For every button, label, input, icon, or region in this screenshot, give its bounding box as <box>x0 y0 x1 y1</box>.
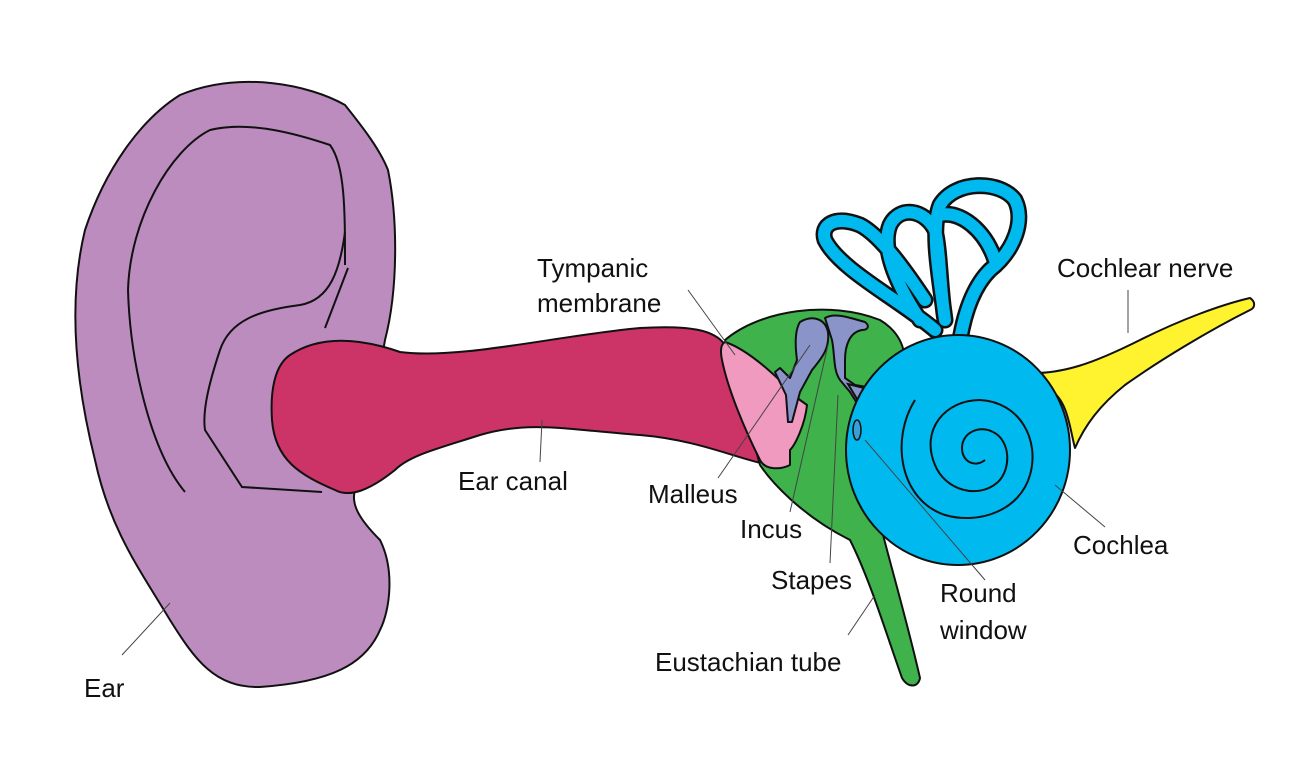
incus-bone <box>824 314 874 409</box>
fold-line <box>324 267 349 329</box>
label-cochlea: Cochlea <box>1073 530 1169 560</box>
label-ear: Ear <box>84 673 125 703</box>
antihelix-fold <box>203 231 346 493</box>
helix-fold <box>126 125 346 493</box>
label-ear-canal: Ear canal <box>458 466 568 496</box>
cochlea-shape <box>845 334 1071 566</box>
label-tympanic-2: membrane <box>537 288 661 318</box>
label-eustachian-tube: Eustachian tube <box>655 647 841 677</box>
label-tympanic-1: Tympanic <box>537 253 648 283</box>
round-window-shape <box>852 419 862 441</box>
label-stapes: Stapes <box>771 565 852 595</box>
label-round-2: window <box>939 615 1027 645</box>
semicircular-canals <box>815 177 1028 349</box>
cochlea-spiral <box>900 398 1034 520</box>
label-incus: Incus <box>740 514 802 544</box>
label-malleus: Malleus <box>648 479 738 509</box>
outer-ear <box>74 80 397 689</box>
label-cochlear-nerve: Cochlear nerve <box>1057 253 1233 283</box>
cochlear-nerve <box>1014 297 1256 449</box>
ear-canal <box>270 326 771 495</box>
leader-lines <box>121 289 1129 656</box>
malleus-bone <box>774 317 830 423</box>
label-round-1: Round <box>940 578 1017 608</box>
